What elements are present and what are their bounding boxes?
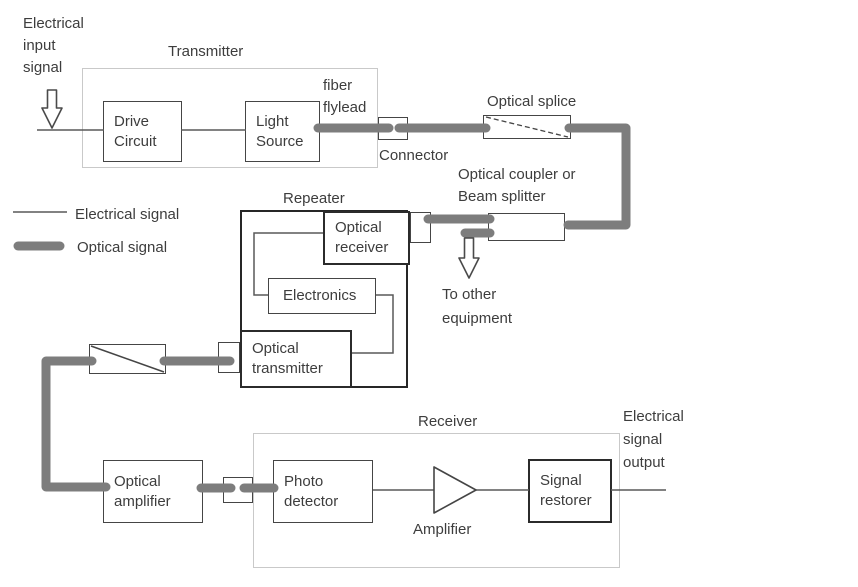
receiver-input-connector-box: [223, 477, 253, 503]
amplifier-label: Amplifier: [413, 521, 472, 538]
optical-splice2-box: [89, 344, 166, 374]
optical-transmitter-box: Optical transmitter: [240, 330, 352, 388]
receiver-label: Receiver: [418, 413, 478, 430]
repeater-input-connector-box: [410, 212, 431, 243]
photo-detector-line2: detector: [284, 492, 339, 510]
receiver-container-box: [253, 433, 620, 568]
photo-detector-box: Photo detector: [273, 460, 373, 523]
electrical-output-line2: signal: [623, 431, 663, 448]
optical-splice-box: [483, 115, 571, 139]
light-source-line2: Source: [256, 132, 304, 150]
optical-receiver-box: Optical receiver: [323, 211, 410, 265]
connector-box: [378, 117, 408, 140]
drive-circuit-line2: Circuit: [114, 132, 157, 150]
to-other-equipment-line2: equipment: [442, 310, 513, 327]
transmitter-container-box: [82, 68, 378, 168]
optical-line-splice-to-coupler: [563, 123, 631, 230]
to-other-equipment-down-arrow-icon: [458, 237, 480, 279]
fiber-flylead-line1: fiber: [323, 77, 353, 94]
drive-circuit-box: Drive Circuit: [103, 101, 182, 162]
electrical-input-line1: Electrical: [23, 15, 84, 32]
light-source-line1: Light: [256, 112, 289, 130]
repeater-output-connector-box: [218, 342, 240, 373]
optical-coupler-box: [488, 213, 565, 241]
electrical-input-label: Electrical input signal: [23, 13, 84, 79]
electronics-box: Electronics: [268, 278, 376, 314]
fiber-flylead-label: fiber flylead: [323, 75, 366, 119]
optical-coupler-line2: Beam splitter: [458, 188, 546, 205]
signal-restorer-line1: Signal: [540, 472, 582, 489]
optical-amplifier-line2: amplifier: [114, 492, 171, 510]
optical-receiver-line2: receiver: [335, 239, 389, 256]
optical-splice-label: Optical splice: [487, 93, 577, 110]
optical-coupler-line1: Optical coupler or: [458, 166, 576, 183]
electrical-input-line3: signal: [23, 59, 63, 76]
optical-transmitter-line2: transmitter: [252, 360, 323, 377]
drive-circuit-line1: Drive: [114, 112, 150, 130]
optical-amplifier-box: Optical amplifier: [103, 460, 203, 523]
optical-transmitter-line1: Optical: [252, 340, 299, 357]
to-other-equipment-label: To other equipment: [442, 283, 512, 331]
repeater-label: Repeater: [283, 190, 345, 207]
signal-restorer-line2: restorer: [540, 492, 592, 509]
legend-electrical-label: Electrical signal: [75, 206, 180, 223]
connector-label: Connector: [379, 147, 449, 164]
transmitter-label: Transmitter: [168, 43, 244, 60]
legend-optical-label: Optical signal: [77, 239, 168, 256]
electrical-output-line3: output: [623, 454, 665, 471]
optical-coupler-label: Optical coupler or Beam splitter: [458, 164, 576, 208]
optical-line-splice2-to-amplifier: [41, 356, 111, 492]
input-down-arrow-icon: [41, 89, 63, 129]
fiber-flylead-line2: flylead: [323, 99, 367, 116]
electrical-output-label: Electrical signal output: [623, 405, 684, 474]
signal-restorer-box: Signal restorer: [528, 459, 612, 523]
optical-receiver-line1: Optical: [335, 219, 382, 236]
electrical-input-line2: input: [23, 37, 56, 54]
light-source-box: Light Source: [245, 101, 320, 162]
electronics-line1: Electronics: [283, 287, 357, 304]
electrical-output-line1: Electrical: [623, 408, 684, 425]
optical-amplifier-line1: Optical: [114, 472, 161, 490]
photo-detector-line1: Photo: [284, 472, 324, 490]
to-other-equipment-line1: To other: [442, 286, 497, 303]
